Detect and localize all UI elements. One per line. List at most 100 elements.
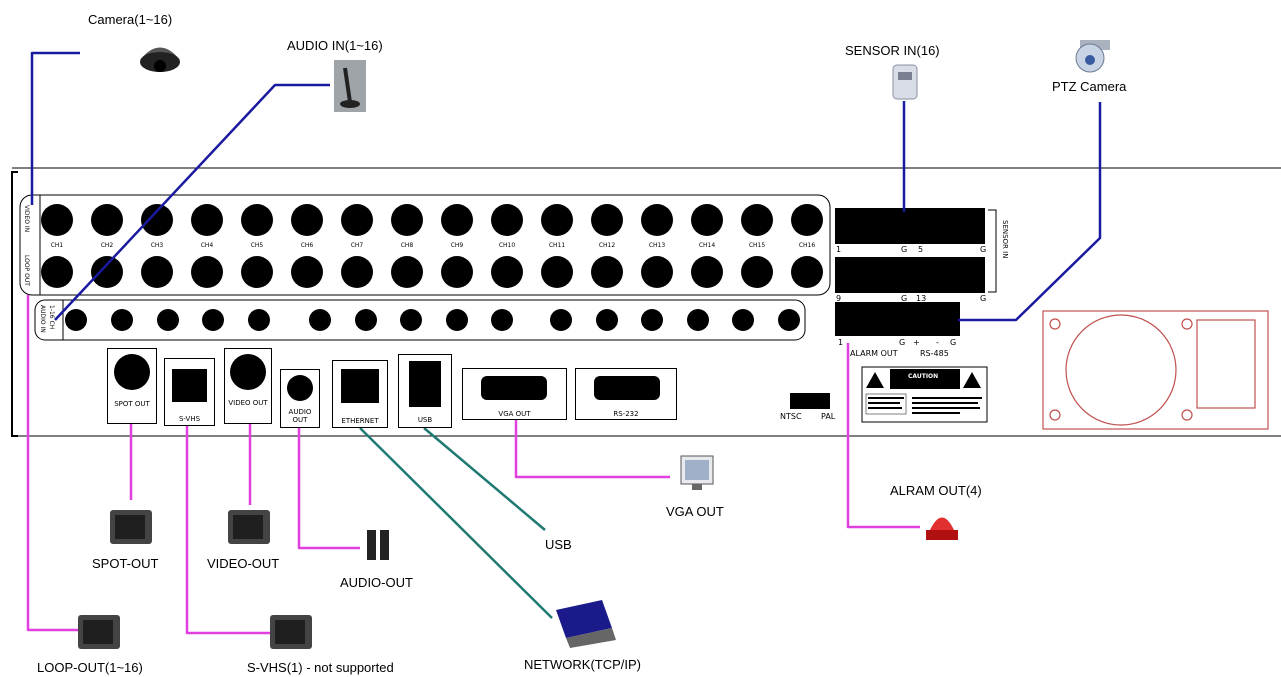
alarm-out-panel-label: ALARM OUT	[850, 349, 898, 358]
video-in-label: VIDEO IN	[23, 205, 30, 233]
channel-label: CH7	[350, 242, 364, 249]
wire-ethernet	[359, 427, 553, 619]
video-in-bnc	[291, 204, 323, 236]
loop-out-device-label: LOOP-OUT(1~16)	[37, 660, 143, 675]
ethernet-port: ETHERNET	[332, 360, 388, 428]
usb-label: USB	[545, 537, 572, 552]
svhs-port: S-VHS	[164, 358, 215, 426]
channel-label: CH16	[798, 242, 816, 249]
video-out-port: VIDEO OUT	[224, 348, 272, 424]
video-in-bnc	[391, 204, 423, 236]
rs232-port: RS-232	[575, 368, 677, 420]
spot-out-port-label: SPOT OUT	[114, 400, 150, 408]
alarm-pin-g2: G	[950, 338, 957, 347]
wire-ptz	[958, 102, 1102, 322]
sensor-pin-g2: G	[980, 245, 987, 254]
usb-port: USB	[398, 354, 452, 428]
loop-out-connectors	[41, 256, 823, 288]
audio-out-port: AUDIO OUT	[280, 369, 320, 428]
wire-loop-out	[26, 295, 78, 632]
video-in-bnc	[191, 204, 223, 236]
audio-out-port-label: AUDIO OUT	[288, 408, 312, 424]
loop-out-bnc	[191, 256, 223, 288]
spot-out-port: SPOT OUT	[107, 348, 157, 424]
video-out-port-label: VIDEO OUT	[228, 399, 268, 407]
audio-out-label: AUDIO-OUT	[340, 575, 413, 590]
loop-out-bnc	[541, 256, 573, 288]
alarm-pin-g: G	[899, 338, 906, 347]
sensor-in-panel-label: SENSOR IN	[1001, 220, 1009, 259]
sensor-pin-9: 9	[836, 294, 842, 303]
rs232-port-label: RS-232	[613, 410, 639, 418]
channel-label: CH8	[400, 242, 414, 249]
rear-panel-outline	[11, 167, 1281, 437]
usb-port-label: USB	[417, 416, 433, 424]
audio-in-jack	[732, 309, 754, 331]
caution-label: CAUTION	[908, 373, 939, 380]
video-in-bnc	[41, 204, 73, 236]
channel-label: CH9	[450, 242, 464, 249]
video-in-bnc	[541, 204, 573, 236]
video-in-bnc	[241, 204, 273, 236]
pal-label: PAL	[821, 412, 836, 421]
loop-out-bnc	[491, 256, 523, 288]
sensor-pin-g4: G	[980, 294, 987, 303]
video-monitor-icon	[228, 510, 270, 544]
ethernet-port-label: ETHERNET	[341, 417, 379, 425]
sensor-pin-1: 1	[836, 245, 842, 254]
audio-in-jack	[491, 309, 513, 331]
wire-svhs	[185, 426, 270, 635]
bnc-group-frame	[19, 194, 831, 296]
audio-in-jack	[248, 309, 270, 331]
network-label: NETWORK(TCP/IP)	[524, 657, 641, 672]
wire-audio-in	[54, 83, 330, 321]
video-in-bnc	[491, 204, 523, 236]
vga-out-label: VGA OUT	[666, 504, 724, 519]
audio-in-jack	[157, 309, 179, 331]
loop-out-bnc	[691, 256, 723, 288]
audio-in-frame	[34, 299, 806, 341]
audio-in-jack	[400, 309, 422, 331]
alarm-pin-1: 1	[838, 338, 844, 347]
spot-monitor-icon	[110, 510, 152, 544]
alarm-pin-plus: +	[913, 338, 920, 347]
ntsc-label: NTSC	[780, 412, 802, 421]
loop-out-bnc	[741, 256, 773, 288]
loop-out-bnc	[141, 256, 173, 288]
ntsc-pal-switch	[790, 393, 830, 409]
alarm-pin-minus: -	[936, 338, 939, 347]
video-in-bnc	[741, 204, 773, 236]
speaker-icon	[367, 530, 389, 560]
wire-alarm-out	[846, 343, 920, 529]
spot-out-label: SPOT-OUT	[92, 556, 159, 571]
channel-label: CH10	[498, 242, 516, 249]
channel-label: CH3	[150, 242, 164, 249]
audio-in-connectors	[65, 309, 800, 331]
video-in-bnc	[441, 204, 473, 236]
camera-icon	[140, 47, 180, 72]
microphone-icon	[334, 60, 366, 112]
channel-label: CH4	[200, 242, 214, 249]
wire-vga-out	[514, 420, 670, 479]
loop-out-bnc	[441, 256, 473, 288]
channel-label: CH15	[748, 242, 766, 249]
loop-out-bnc	[641, 256, 673, 288]
channel-label: CH1	[50, 242, 64, 249]
video-in-connectors	[41, 204, 823, 236]
wire-audio-out	[297, 428, 360, 550]
video-in-bnc	[591, 204, 623, 236]
svhs-label: S-VHS(1) - not supported	[247, 660, 394, 675]
sensor-pin-g1: G	[901, 245, 908, 254]
loop-out-bnc	[291, 256, 323, 288]
audio-in-jack	[596, 309, 618, 331]
svhs-port-label: S-VHS	[178, 415, 201, 423]
audio-in-jack	[202, 309, 224, 331]
vga-out-port-label: VGA OUT	[498, 410, 531, 418]
sensor-pin-5: 5	[918, 245, 924, 254]
loop-out-bnc	[391, 256, 423, 288]
video-in-bnc	[791, 204, 823, 236]
audio-in-jack	[641, 309, 663, 331]
loop-out-bnc	[41, 256, 73, 288]
